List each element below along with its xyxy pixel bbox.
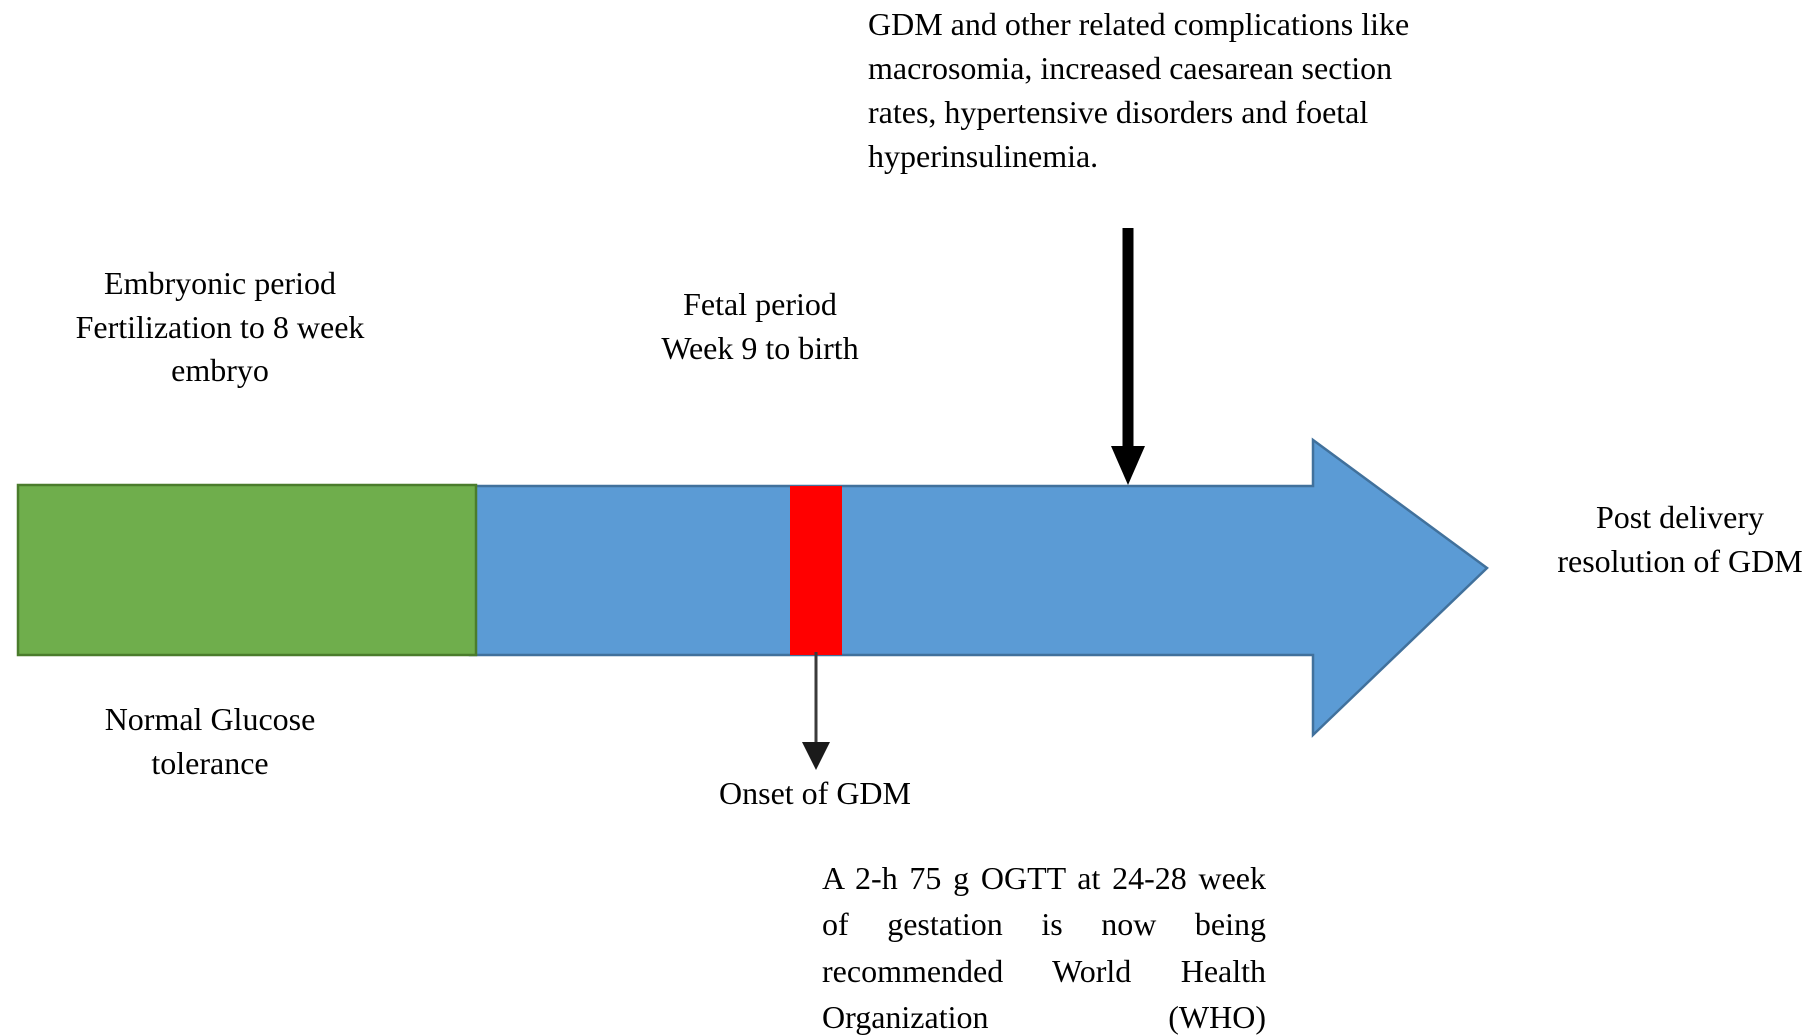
thin-down-arrow-icon [802, 652, 830, 770]
embryonic-period-label: Embryonic period Fertilization to 8 week… [75, 265, 365, 389]
fetal-period-label: Fetal period Week 9 to birth [661, 286, 859, 366]
embryonic-segment [16, 483, 478, 657]
gdm-onset-marker [790, 486, 842, 655]
post-delivery-label: Post delivery resolution of GDM [1557, 499, 1803, 580]
timeline-arrow [16, 437, 1489, 738]
onset-of-gdm-label: Onset of GDM [719, 775, 911, 811]
normal-glucose-tolerance-label: Normal Glucose tolerance [104, 701, 316, 781]
ogtt-recommendation-label: A 2-h 75 g OGTT at 24-28 week of gestati… [822, 860, 1266, 1036]
down-arrow-icon [1111, 228, 1145, 485]
complications-label: GDM and other related complications like… [868, 6, 1410, 175]
fetal-segment [468, 437, 1489, 738]
